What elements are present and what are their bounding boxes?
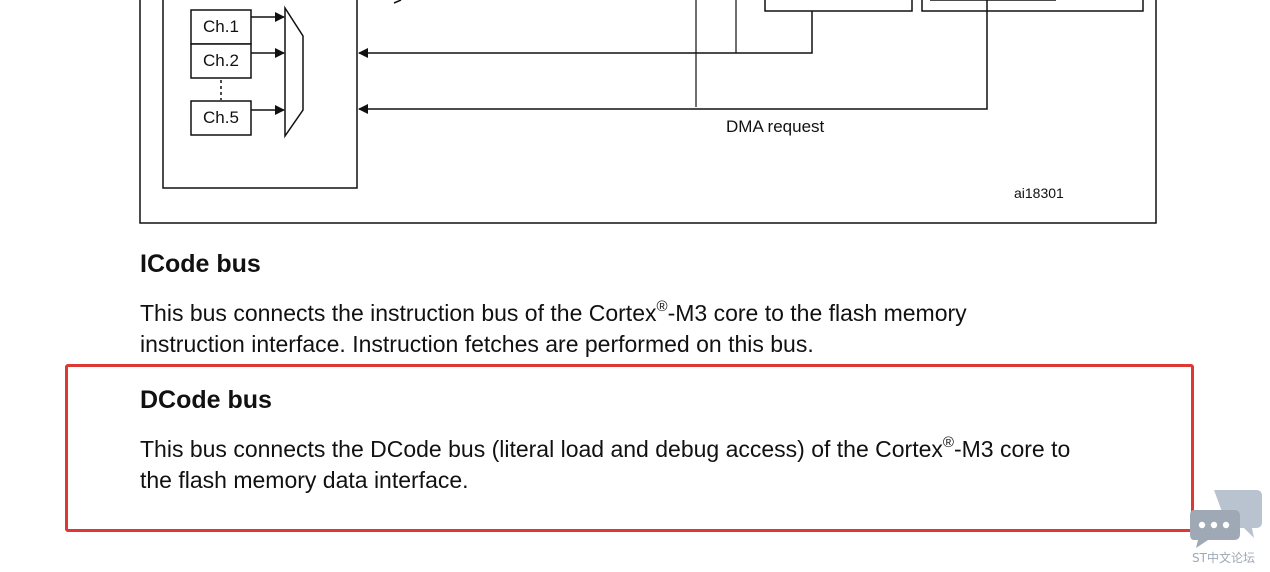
channel-label-5: Ch.5 (203, 108, 239, 127)
figure-id: ai18301 (1014, 185, 1064, 201)
registered-mark: ® (942, 434, 954, 451)
icode-line2: instruction interface. Instruction fetch… (140, 331, 814, 357)
dcode-paragraph: This bus connects the DCode bus (literal… (140, 434, 1070, 496)
channel-label-2: Ch.2 (203, 51, 239, 70)
icode-line1-pre: This bus connects the instruction bus of… (140, 300, 657, 326)
icode-paragraph: This bus connects the instruction bus of… (140, 298, 967, 360)
watermark-text: ST中文论坛 (1192, 551, 1255, 565)
figure-frame (139, 0, 1157, 224)
icode-heading: ICode bus (140, 250, 261, 278)
peripheral-box-b (921, 0, 1144, 12)
chat-bubbles-icon[interactable] (1188, 486, 1266, 568)
arbiter-mux (284, 5, 304, 139)
icode-line1-post: -M3 core to the flash memory (667, 300, 967, 326)
peripheral-box-a (764, 0, 913, 12)
registered-mark: ® (656, 298, 668, 315)
dma-request-label: DMA request (726, 117, 825, 136)
request-arrow-lower (358, 0, 988, 114)
channel-box-5 (190, 100, 252, 136)
channel-box-2 (190, 43, 252, 79)
channel-label-1: Ch.1 (203, 17, 239, 36)
highlight-box (65, 364, 1194, 532)
channel-box-1 (190, 9, 252, 45)
dcode-line1-pre: This bus connects the DCode bus (literal… (140, 436, 943, 462)
dcode-heading: DCode bus (140, 386, 272, 414)
request-arrow-upper (358, 11, 813, 58)
dcode-line2: the flash memory data interface. (140, 467, 469, 493)
dcode-line1-post: -M3 core to (953, 436, 1071, 462)
dma-block (162, 0, 358, 189)
block-diagram: Ch.1 Ch.2 Ch.5 DMA request ai18301 (139, 0, 1157, 224)
partial-arrow (393, 0, 402, 4)
